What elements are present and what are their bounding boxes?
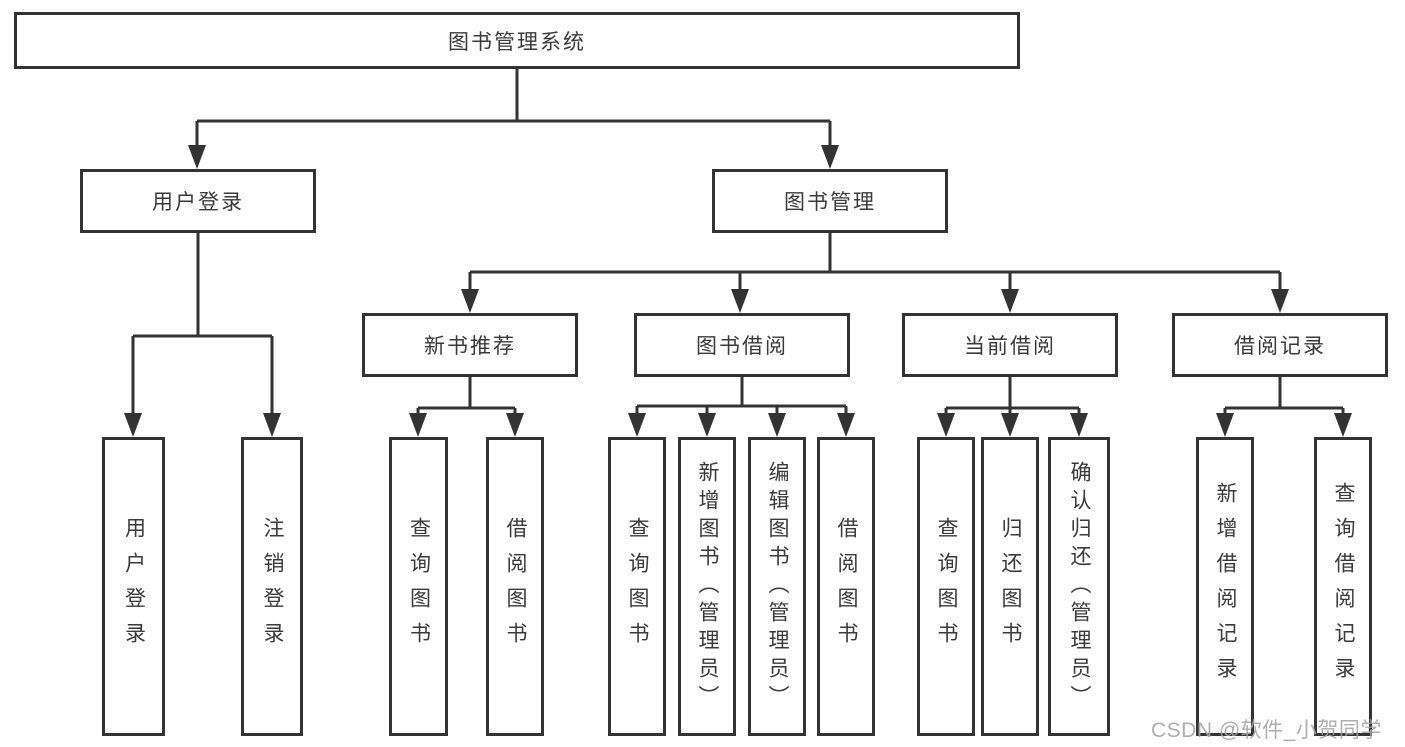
- node-book-borrowing: 图书借阅: [634, 313, 850, 377]
- node-label: 编辑图书（管理员）: [766, 460, 789, 713]
- leaf-add-borrow-record: 新增借阅记录: [1196, 437, 1254, 736]
- node-borrowing-records: 借阅记录: [1172, 313, 1388, 377]
- arrowheads: [124, 145, 1352, 437]
- node-label: 归还图书: [999, 516, 1022, 657]
- leaf-query-borrow-record: 查询借阅记录: [1314, 437, 1372, 736]
- leaf-logout: 注销登录: [241, 437, 303, 736]
- node-label: 图书借阅: [696, 335, 788, 358]
- node-label: 确认归还（管理员）: [1068, 460, 1091, 713]
- node-label: 借阅图书: [835, 516, 858, 657]
- node-label: 图书管理: [784, 191, 876, 214]
- node-label: 借阅图书: [504, 516, 527, 657]
- node-new-book-recommendation: 新书推荐: [362, 313, 578, 377]
- leaf-return-books: 归还图书: [981, 437, 1039, 736]
- leaf-edit-books-admin: 编辑图书（管理员）: [748, 437, 806, 736]
- node-label: 当前借阅: [964, 335, 1056, 358]
- node-label: 新增借阅记录: [1214, 481, 1237, 692]
- leaf-borrow-books-1: 借阅图书: [486, 437, 544, 736]
- node-library-management-system: 图书管理系统: [14, 12, 1020, 69]
- node-label: 新增图书（管理员）: [696, 460, 719, 713]
- csdn-watermark: CSDN @软件_小贺同学: [1151, 719, 1382, 742]
- leaf-query-books-2: 查询图书: [608, 437, 666, 736]
- leaf-add-books-admin: 新增图书（管理员）: [678, 437, 736, 736]
- node-user-login-branch: 用户登录: [80, 169, 316, 233]
- node-label: 注销登录: [261, 516, 284, 657]
- node-label: 借阅记录: [1234, 335, 1326, 358]
- leaf-borrow-books-2: 借阅图书: [817, 437, 875, 736]
- node-label: 新书推荐: [424, 335, 516, 358]
- node-label: 查询借阅记录: [1332, 481, 1355, 692]
- leaf-query-books-1: 查询图书: [389, 437, 448, 736]
- node-label: 图书管理系统: [448, 30, 586, 54]
- node-current-borrowing: 当前借阅: [902, 313, 1118, 377]
- leaf-user-login: 用户登录: [102, 437, 165, 736]
- leaf-query-books-3: 查询图书: [917, 437, 975, 736]
- node-book-management-branch: 图书管理: [712, 169, 948, 233]
- node-label: 用户登录: [152, 191, 244, 214]
- node-label: 查询图书: [935, 516, 958, 657]
- node-label: 查询图书: [407, 516, 431, 657]
- node-label: 用户登录: [122, 516, 146, 657]
- node-label: 查询图书: [626, 516, 649, 657]
- leaf-confirm-return-admin: 确认归还（管理员）: [1048, 437, 1110, 736]
